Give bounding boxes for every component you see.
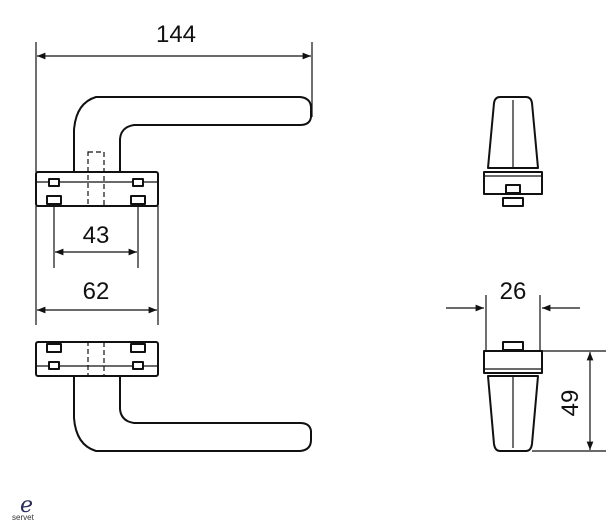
dim-width: 26 — [446, 278, 580, 350]
dim-height: 49 — [532, 350, 606, 452]
bottom-end-view — [483, 341, 543, 452]
top-lever — [73, 96, 312, 173]
bottom-screw-right — [130, 343, 146, 370]
top-end-spindle — [505, 184, 521, 194]
dim-rose-hole-spacing: 43 — [53, 206, 139, 268]
bottom-spindle-hidden — [87, 341, 105, 397]
dim-26-label: 26 — [500, 278, 527, 305]
dim-overall-length: 144 — [35, 21, 313, 172]
top-screw-right — [130, 178, 146, 205]
bottom-end-rose — [483, 350, 543, 374]
top-handle-view — [35, 96, 312, 207]
dim-rose-length: 62 — [35, 206, 159, 325]
dim-62-label: 62 — [83, 278, 110, 305]
bottom-handle-view — [35, 341, 312, 452]
dim-43-label: 43 — [83, 222, 110, 249]
top-spindle-hidden — [87, 151, 105, 207]
dim-144-label: 144 — [156, 21, 196, 48]
top-screw-left — [46, 178, 62, 205]
top-end-view — [483, 96, 543, 207]
bottom-end-spindle-tip — [502, 341, 524, 351]
bottom-lever — [73, 375, 312, 452]
bottom-screw-left — [46, 343, 62, 370]
dim-49-label: 49 — [557, 390, 584, 417]
top-end-spindle-tip — [502, 197, 524, 207]
logo-e-glyph: e — [20, 493, 33, 518]
logo-text: servet — [12, 513, 35, 522]
servet-logo: e servet — [12, 493, 35, 522]
